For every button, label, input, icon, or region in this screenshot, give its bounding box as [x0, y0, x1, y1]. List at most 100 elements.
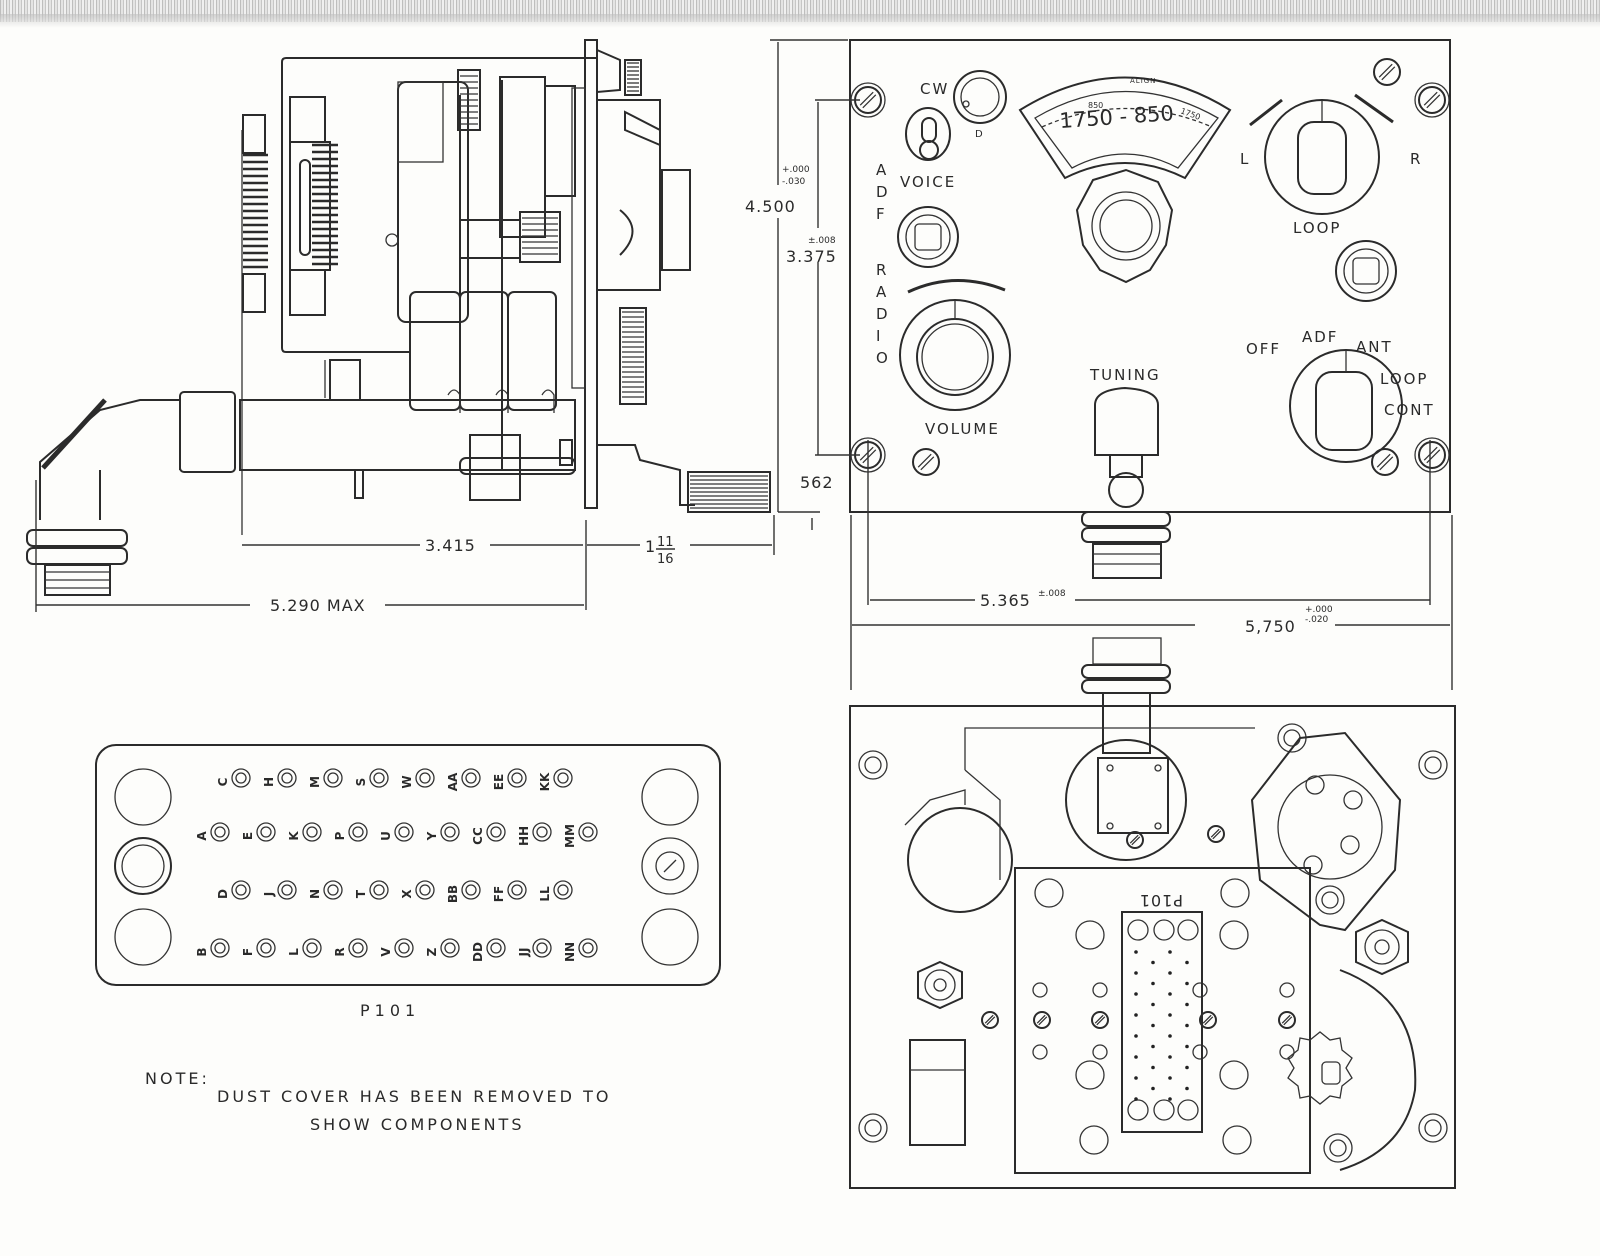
rear-pin-socket	[1127, 1099, 1149, 1121]
dim-bottom-offset: 562	[800, 473, 834, 492]
tol-height-plus: +.000	[782, 165, 810, 175]
label-adf: ADF	[1302, 328, 1338, 346]
rear-pin	[1151, 1023, 1155, 1028]
tol-height-minus: -.030	[782, 177, 806, 187]
slotted-screw-icon	[1199, 1011, 1217, 1029]
connector-pin: D	[216, 880, 251, 900]
slotted-screw-icon	[1091, 1011, 1109, 1029]
pin-label: W	[400, 775, 414, 788]
tuning-crank[interactable]	[1075, 168, 1174, 284]
label-loop-right: R	[1410, 150, 1422, 168]
connector-pin: BB	[446, 880, 481, 903]
mounting-hole	[1315, 885, 1345, 915]
pin-label: EE	[492, 774, 506, 790]
connector-pin: CC	[471, 822, 506, 845]
tol-width-minus: -.020	[1305, 615, 1329, 625]
connector-pin: C	[216, 768, 251, 788]
pin-label: NN	[563, 942, 577, 962]
label-ant: ANT	[1356, 338, 1393, 356]
slotted-screw-icon	[1373, 58, 1401, 86]
label-loop-left: L	[1240, 150, 1250, 168]
pin-label: K	[287, 831, 301, 841]
pin-label: N	[308, 889, 322, 899]
board-hole	[1034, 878, 1064, 908]
cw-knob[interactable]	[953, 70, 1007, 124]
rear-pin	[1168, 950, 1172, 954]
label-tuning: TUNING	[1089, 366, 1161, 384]
pin-label: MM	[563, 824, 577, 848]
cw-voice-switch[interactable]	[905, 107, 951, 161]
connector-nut	[26, 529, 128, 596]
pin-label: X	[400, 889, 414, 899]
pin-label: L	[287, 948, 301, 956]
side-letter: O	[876, 349, 890, 367]
pin-label: FF	[492, 886, 506, 902]
rear-pin	[1168, 971, 1172, 975]
connector-pin: H	[262, 768, 297, 788]
connector-pin: B	[195, 938, 230, 958]
slotted-screw-icon	[1126, 831, 1144, 849]
rear-pin-socket	[1153, 1099, 1175, 1121]
tuning-knob[interactable]	[1094, 386, 1159, 508]
label-function-loop: LOOP	[1380, 370, 1428, 388]
board-hole-small	[1279, 1044, 1295, 1060]
dim-depth-front-den: 16	[657, 552, 674, 567]
rear-p101-block	[1121, 911, 1203, 1133]
relay	[909, 1039, 966, 1146]
pin-label: V	[379, 947, 393, 957]
pin-label: C	[216, 777, 230, 786]
pin-label: AA	[446, 772, 460, 791]
connector-pin: E	[241, 822, 276, 842]
connector-board	[1014, 867, 1311, 1174]
pin-label: CC	[471, 827, 485, 845]
pin-label: A	[195, 831, 209, 841]
pin-label: S	[354, 778, 368, 787]
connector-pin: AA	[446, 768, 481, 791]
label-cw: CW	[920, 80, 949, 98]
board-hole	[1075, 1060, 1105, 1090]
pin-label: M	[308, 776, 322, 788]
rear-pin	[1151, 1044, 1155, 1049]
band-switch	[1339, 969, 1417, 1171]
connector-pin: S	[354, 768, 389, 788]
connector-pin: L	[287, 938, 322, 958]
rear-pin	[1151, 1002, 1155, 1007]
pin-label: P	[333, 831, 347, 840]
board-hole-small	[1192, 1044, 1208, 1060]
label-off: OFF	[1246, 340, 1281, 358]
rear-pin	[1185, 1023, 1189, 1028]
dial-mark-850: 850	[1088, 101, 1103, 110]
connector-elbow	[39, 399, 181, 470]
rear-pin	[1151, 1086, 1155, 1091]
board-hole-small	[1032, 982, 1048, 998]
note-block: NOTE: DUST COVER HAS BEEN REMOVED TO SHO…	[145, 1069, 611, 1134]
pin-label: B	[195, 947, 209, 956]
mounting-hole	[858, 750, 888, 780]
mounting-hole	[1418, 1113, 1448, 1143]
note-line-2: SHOW COMPONENTS	[310, 1115, 524, 1134]
pin-label: BB	[446, 885, 460, 903]
board-hole	[1079, 1125, 1109, 1155]
connector-pin: K	[287, 822, 322, 842]
connector-pin: W	[400, 768, 435, 789]
rf-jack-left	[917, 960, 963, 1010]
label-volume: VOLUME	[925, 420, 1000, 438]
connector-pin: N	[308, 880, 343, 900]
connector-pin: A	[195, 822, 230, 842]
pin-label: E	[241, 832, 255, 840]
slotted-screw-icon	[1371, 448, 1399, 476]
rear-pin	[1151, 1065, 1155, 1070]
pin-label: F	[241, 948, 255, 956]
tube-socket	[1250, 731, 1402, 932]
potentiometer	[907, 807, 1013, 913]
note-line-1: DUST COVER HAS BEEN REMOVED TO	[217, 1087, 611, 1106]
connector-pin: U	[379, 822, 414, 842]
tuning-shaft-knurl	[687, 471, 771, 513]
board-hole	[1222, 1125, 1252, 1155]
tol-mount-width: ±.008	[1038, 589, 1066, 599]
pin-label: DD	[471, 942, 485, 962]
